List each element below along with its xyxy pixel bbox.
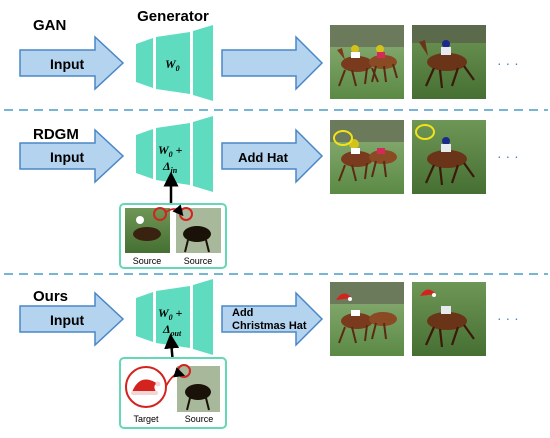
reference-caption-ours-2: Source — [185, 414, 214, 424]
edit-label-ours-line1: Add — [232, 307, 253, 319]
svg-text:W0+: W0+ — [158, 306, 183, 322]
edit-arrow-rdgm — [221, 128, 324, 184]
reference-image-rdgm-1 — [125, 207, 170, 253]
edit-arrow-gan — [221, 35, 324, 91]
input-arrow-ours — [19, 291, 125, 347]
reference-box-rdgm: Source Source — [119, 203, 227, 269]
input-label-gan: Input — [50, 56, 85, 72]
method-label-ours: Ours — [33, 288, 68, 305]
edit-label-rdgm: Add Hat — [238, 150, 289, 165]
input-label-ours: Input — [50, 312, 85, 328]
reference-caption-ours-1: Target — [133, 414, 159, 424]
row-rdgm: RDGM Input W0+ Δin Add Hat — [19, 116, 519, 269]
row-ours: Ours Input W0+ Δout Add Christmas Hat — [19, 279, 519, 429]
svg-text:Δin: Δin — [162, 159, 178, 175]
generator-ours: W0+ Δout — [136, 279, 213, 355]
ellipsis-gan: · · · — [497, 55, 519, 71]
svg-text:W0: W0 — [165, 57, 180, 73]
svg-text:Δout: Δout — [162, 322, 182, 338]
christmas-hat-target-icon — [125, 366, 167, 408]
row-gan: GAN Generator Input W0 — [19, 8, 519, 101]
ellipsis-ours: · · · — [497, 310, 519, 326]
input-label-rdgm: Input — [50, 149, 85, 165]
output-image-ours-2 — [412, 282, 486, 356]
input-arrow-gan — [19, 35, 125, 91]
generator-rdgm: W0+ Δin — [136, 116, 213, 192]
output-image-gan-1 — [330, 25, 404, 99]
reference-image-rdgm-2 — [176, 207, 221, 253]
input-arrow-rdgm — [19, 128, 125, 184]
method-label-rdgm: RDGM — [33, 126, 79, 143]
output-image-rdgm-2 — [412, 120, 486, 194]
ellipsis-rdgm: · · · — [497, 148, 519, 164]
method-label-gan: GAN — [33, 17, 66, 34]
output-image-rdgm-1 — [330, 120, 404, 194]
reference-image-ours-source — [177, 364, 220, 412]
reference-box-ours: Target Source — [119, 357, 227, 429]
output-image-ours-1 — [330, 282, 404, 356]
svg-text:W0+: W0+ — [158, 143, 183, 159]
reference-caption-rdgm-1: Source — [133, 256, 162, 266]
edit-label-ours-line2: Christmas Hat — [232, 320, 307, 332]
output-image-gan-2 — [412, 25, 486, 99]
edit-arrow-ours — [221, 291, 324, 347]
generator-gan: W0 — [136, 25, 213, 101]
generator-title: Generator — [137, 8, 209, 25]
reference-caption-rdgm-2: Source — [184, 256, 213, 266]
